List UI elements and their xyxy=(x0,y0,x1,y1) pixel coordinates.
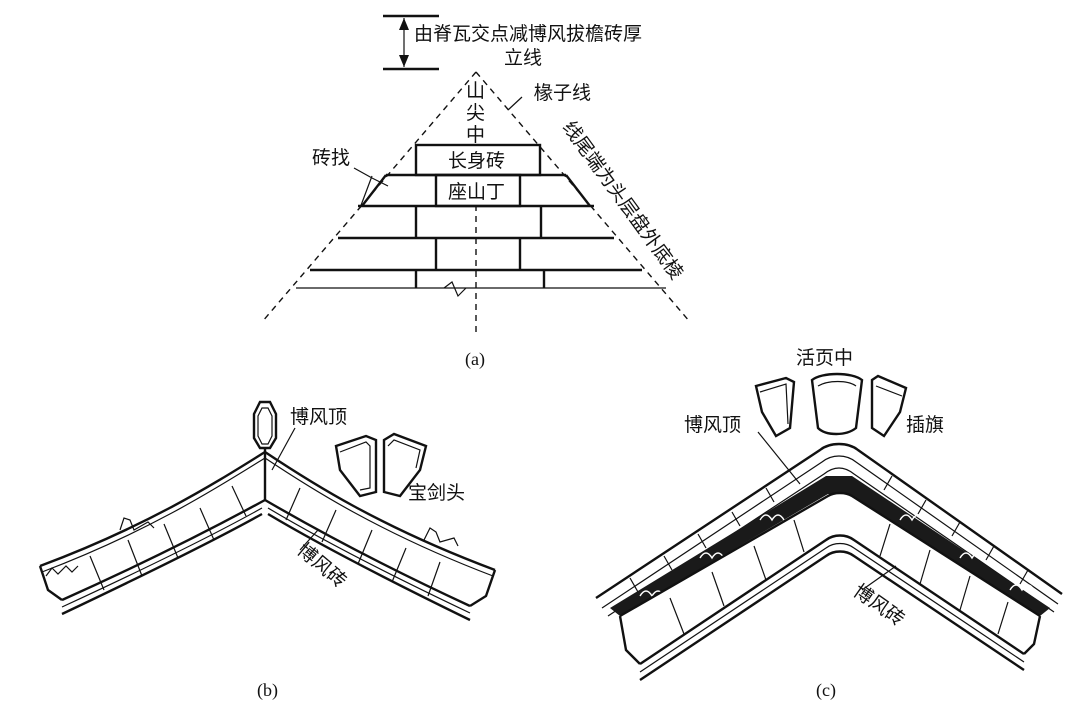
rafter-line-label: 椽子线 xyxy=(534,82,591,104)
left-wing xyxy=(38,450,266,616)
long-brick-label: 长身砖 xyxy=(448,150,505,172)
b-brick-label: 博风砖 xyxy=(293,539,351,593)
diagram-a: 由脊瓦交点减博风拔檐砖厚 立线 山 尖 中 椽子线 线尾端为头层盘外底棱 xyxy=(261,14,691,370)
diagram-c: 活页中 插旗 博风顶 xyxy=(595,347,1063,701)
peak-char-1: 山 xyxy=(466,80,485,102)
peak-char-2: 尖 xyxy=(466,102,485,124)
b-top-label: 博风顶 xyxy=(290,406,347,428)
top-note-line1: 由脊瓦交点减博风拔檐砖厚 xyxy=(414,23,642,45)
peak-char-3: 中 xyxy=(466,124,485,146)
hinge-center-label: 活页中 xyxy=(796,347,853,369)
gable-body xyxy=(595,442,1063,681)
top-note-line2: 立线 xyxy=(504,47,542,69)
finial xyxy=(252,400,278,500)
hinge-pieces xyxy=(754,372,908,438)
slope-note: 线尾端为头层盘外底棱 xyxy=(558,117,687,284)
insert-flag-label: 插旗 xyxy=(906,414,944,436)
dimension-marker xyxy=(383,14,439,71)
c-top-label: 博风顶 xyxy=(684,414,741,436)
sword-head-pieces xyxy=(334,432,428,498)
caption-b: (b) xyxy=(257,680,278,701)
caption-c: (c) xyxy=(816,680,836,701)
caption-a: (a) xyxy=(465,349,485,370)
brick-courses xyxy=(296,143,666,298)
sword-head-label: 宝剑头 xyxy=(408,482,465,504)
brick-step-label: 砖找 xyxy=(312,147,350,169)
right-wing xyxy=(264,451,497,622)
seat-brick-label: 座山丁 xyxy=(448,181,505,203)
diagram-b: 博风顶 宝剑头 博风砖 (b) xyxy=(38,400,497,701)
